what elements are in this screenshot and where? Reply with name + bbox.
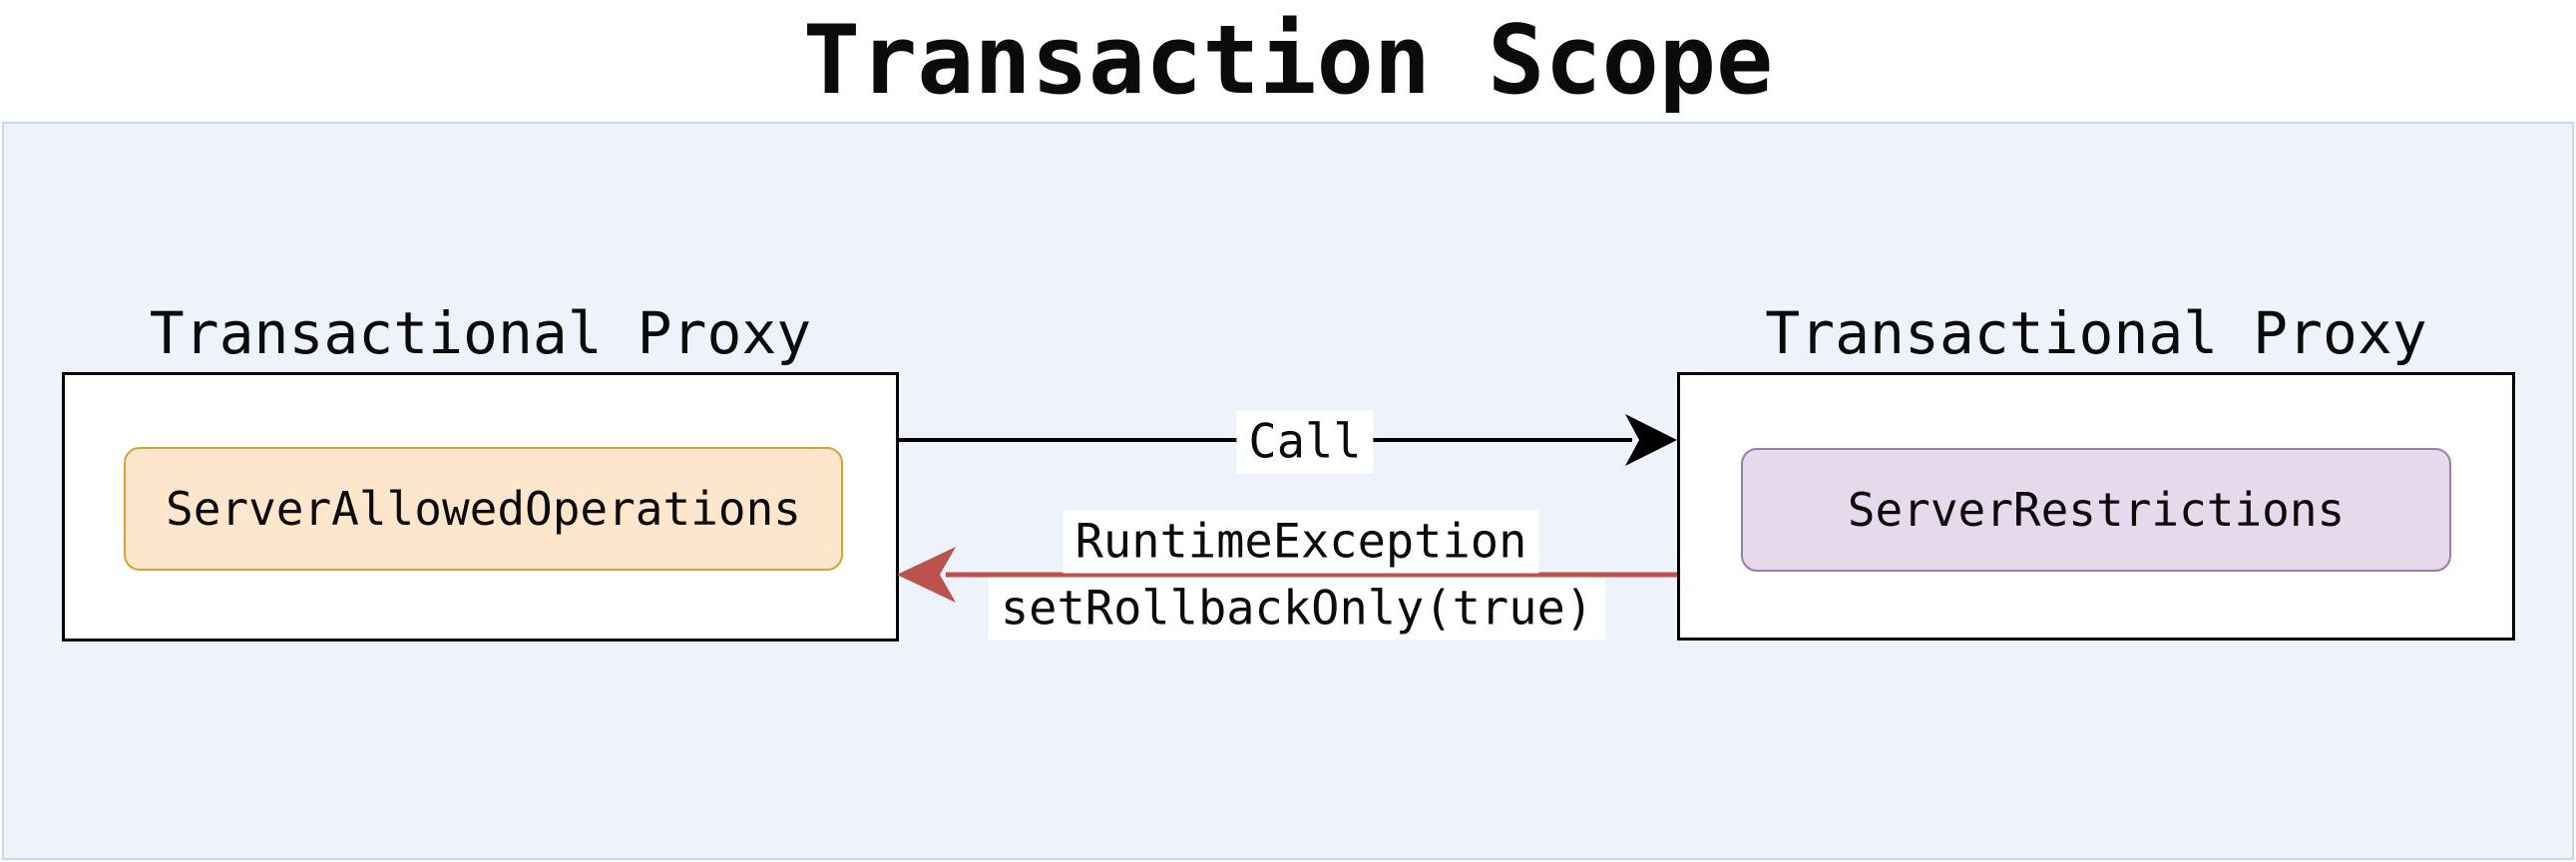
runtime-exception-label: RuntimeException [1063, 510, 1539, 574]
server-allowed-operations-node: ServerAllowedOperations [124, 447, 843, 571]
right-proxy-label: Transactional Proxy [1765, 298, 2427, 367]
page-title: Transaction Scope [802, 6, 1774, 116]
server-restrictions-label: ServerRestrictions [1847, 483, 2346, 537]
left-proxy-label: Transactional Proxy [149, 298, 812, 367]
server-allowed-operations-label: ServerAllowedOperations [166, 482, 801, 536]
call-arrow-label: Call [1236, 410, 1374, 474]
server-restrictions-node: ServerRestrictions [1741, 448, 2451, 572]
set-rollback-only-label: setRollbackOnly(true) [988, 577, 1606, 641]
